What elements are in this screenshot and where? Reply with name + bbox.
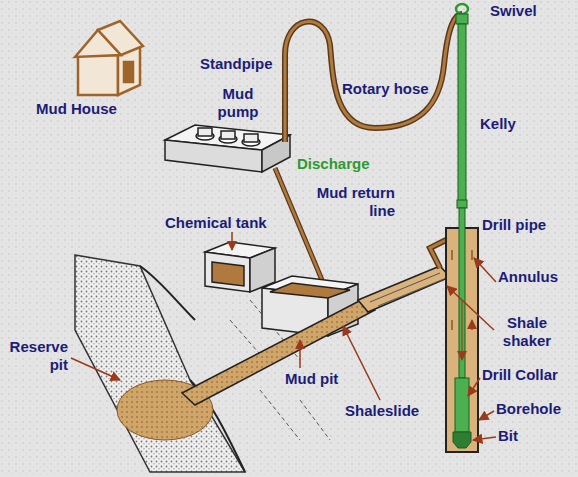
part-label: Rotary hose [342, 80, 429, 98]
chemical-tank [205, 242, 275, 292]
shaleslide [182, 298, 375, 405]
part-label: Shale shaker [496, 314, 558, 350]
shaker-screen [370, 273, 444, 306]
mud-pump [165, 125, 290, 172]
rotary-hose-outline [285, 14, 462, 142]
part-label: Mud pump [212, 85, 264, 121]
part-label: Mud return line [300, 184, 395, 220]
leader-lines [71, 232, 496, 440]
suction-pipe-outline [275, 168, 322, 280]
part-label: Mud House [36, 100, 117, 118]
mud-house [75, 21, 143, 95]
part-label: Drill pipe [482, 216, 546, 234]
part-label: Discharge [297, 155, 370, 173]
part-label: Chemical tank [165, 214, 267, 232]
shale-shaker [358, 266, 450, 312]
return-line [430, 240, 446, 268]
part-label: Shaleslide [345, 402, 419, 420]
part-label: Swivel [490, 2, 537, 20]
part-label: Kelly [480, 115, 516, 133]
rotary-hose [285, 14, 462, 142]
part-label: Mud pit [285, 370, 338, 388]
part-label: Standpipe [200, 55, 273, 73]
part-label: Bit [498, 427, 518, 445]
part-label: Annulus [498, 268, 558, 286]
flow-arrow-down [461, 300, 463, 360]
part-label: Borehole [496, 400, 561, 418]
return-line-outline [430, 240, 446, 268]
suction-pipe [275, 168, 322, 280]
drill-string [453, 4, 471, 448]
part-label: Drill Collar [482, 366, 558, 384]
part-label: Reserve pit [2, 338, 68, 374]
